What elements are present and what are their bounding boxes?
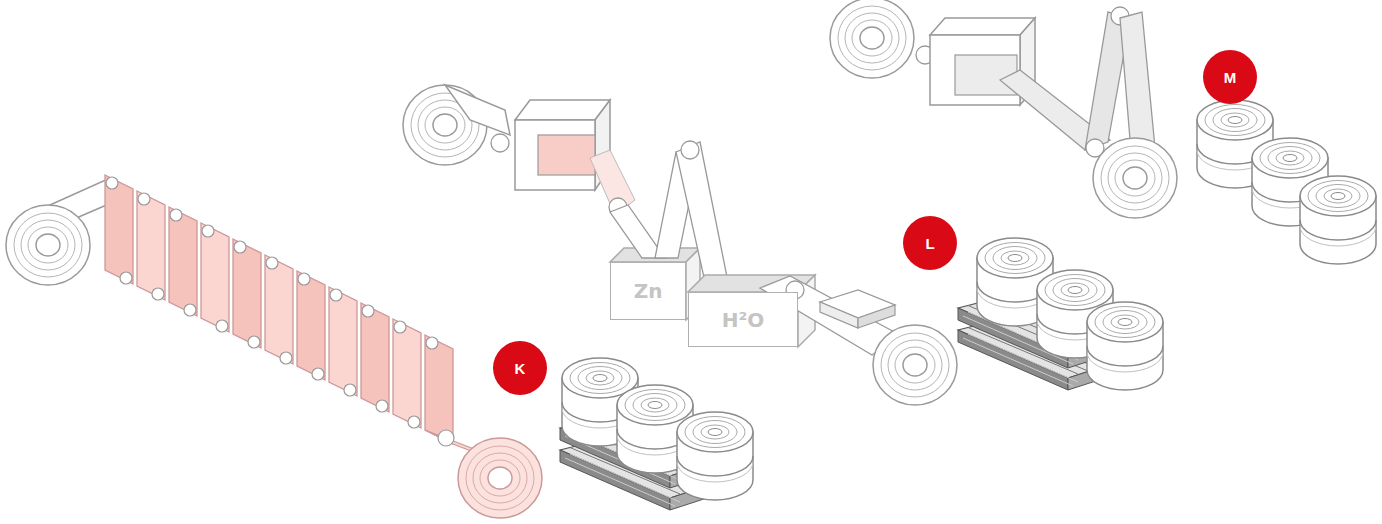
water-bath: H²O — [688, 292, 798, 347]
callout-letter: K — [515, 360, 526, 377]
callout-circle: M — [1203, 50, 1257, 104]
callout-circle: K — [493, 341, 547, 395]
bath-label: H²O — [722, 308, 765, 332]
callout-circle: L — [903, 216, 957, 270]
bath-label: Zn — [634, 279, 663, 303]
callout-letter: M — [1224, 69, 1237, 86]
zinc-bath: Zn — [610, 262, 686, 320]
callout-letter: L — [925, 235, 934, 252]
